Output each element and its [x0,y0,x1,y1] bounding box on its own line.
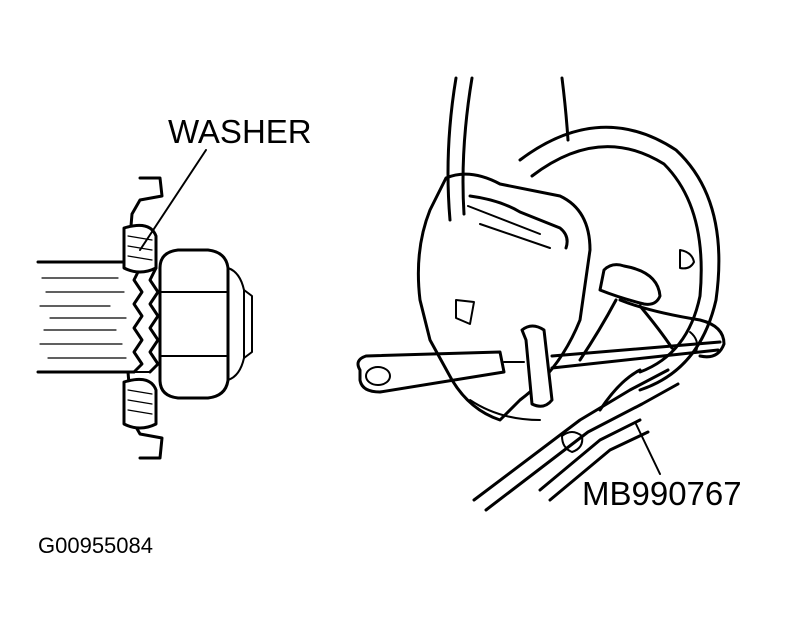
hex-nut [158,248,253,400]
washer-callout-leader [139,149,207,251]
puller-tool [472,368,680,512]
screwdriver [356,324,722,408]
figure-id-label: G00955084 [38,533,153,558]
washer-label: WASHER [168,113,312,150]
tool-label: MB990767 [582,475,742,512]
threaded-end [132,260,160,374]
tool-callout-leader [635,423,661,475]
axle-shaft [36,260,136,374]
strut-tube [446,76,570,222]
